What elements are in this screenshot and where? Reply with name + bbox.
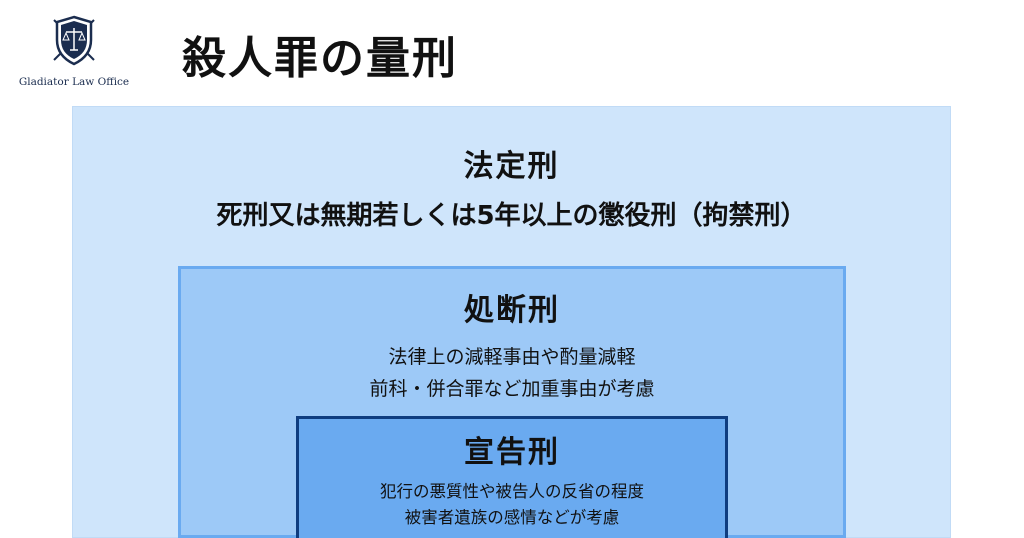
declared-sentence-title: 宣告刑 — [464, 435, 560, 470]
declared-sentence-line-2: 被害者遺族の感情などが考慮 — [404, 508, 620, 527]
declared-sentence-box: 宣告刑 犯行の悪質性や被告人の反省の程度 被害者遺族の感情などが考慮 — [296, 416, 728, 538]
statutory-penalty-title: 法定刑 — [463, 149, 560, 184]
shield-scales-icon — [53, 15, 95, 66]
logo: Gladiator Law Office — [14, 14, 134, 94]
declared-sentence-line-1: 犯行の悪質性や被告人の反省の程度 — [380, 482, 644, 501]
logo-text: Gladiator Law Office — [18, 76, 130, 88]
statutory-penalty-description: 死刑又は無期若しくは5年以上の懲役刑（拘禁刑） — [216, 201, 807, 231]
disposition-penalty-line-1: 法律上の減軽事由や酌量減軽 — [388, 346, 636, 368]
disposition-penalty-title: 処断刑 — [464, 293, 560, 328]
disposition-penalty-line-2: 前科・併合罪など加重事由が考慮 — [369, 378, 655, 400]
disposition-penalty-box: 処断刑 法律上の減軽事由や酌量減軽 前科・併合罪など加重事由が考慮 — [178, 266, 846, 538]
page-title: 殺人罪の量刑 — [182, 33, 458, 84]
